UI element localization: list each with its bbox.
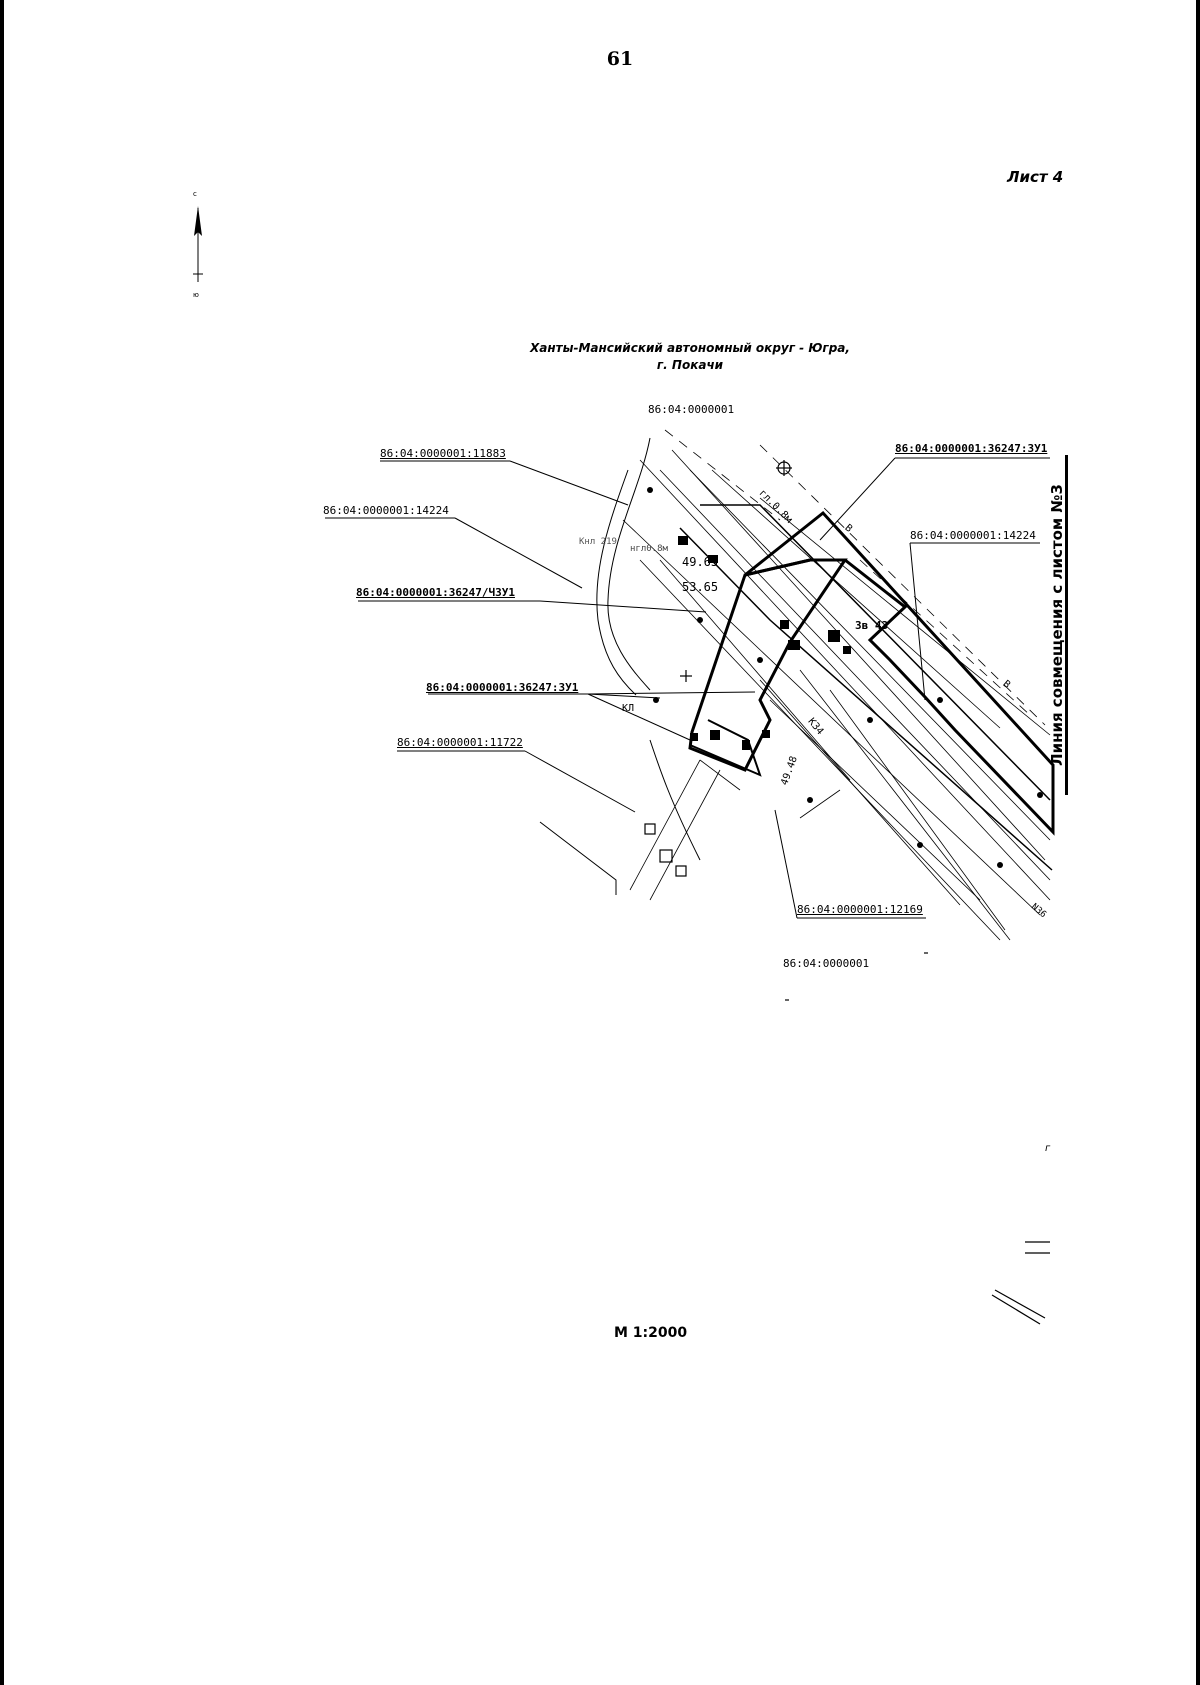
north-arrow-icon [188,196,208,296]
road-edges [539,437,701,895]
map-title-line1: Ханты-Мансийский автономный округ - Югра… [530,341,850,355]
station-marks [644,460,792,877]
parcel-label-36247-chzu1: 86:04:0000001:36247/ЧЗУ1 [356,586,515,599]
sheet-junction-line: Линия совмещения с листом №3 [1044,455,1068,795]
north-letter: с [193,190,197,198]
parcel-label-11722: 86:04:0000001:11722 [397,736,523,749]
parcel-label-12169: 86:04:0000001:12169 [797,903,923,916]
map-title-line2: г. Покачи [656,358,724,372]
map-title: Ханты-Мансийский автономный округ - Югра… [470,340,910,374]
annotation-v43: 3в 43 [855,619,889,632]
sheet-label: Лист 4 [1007,168,1064,186]
parcel-label-14224-right: 86:04:0000001:14224 [910,529,1036,542]
parcel-label-14224-left: 86:04:0000001:14224 [323,504,449,517]
south-letter: ю [193,291,199,299]
annotation-kl: КЛ [622,703,635,714]
hatch-marks [647,487,1043,868]
parcel-label-11883: 86:04:0000001:11883 [380,447,506,460]
edge-letter-mark: г [1045,1143,1051,1154]
leader-lines [325,457,1050,919]
annotation-elev-1: 49.65 [682,555,719,569]
scan-right-border [1196,0,1200,1685]
parcel-label-36247-zu1-left: 86:04:0000001:36247:ЗУ1 [426,681,579,694]
map-edge-marks [785,952,1050,1325]
scale-label: М 1:2000 [614,1325,688,1341]
annotation-depth-2: нгл0.8м [630,544,668,554]
scan-left-border [0,0,4,1685]
utility-lines [622,449,1051,941]
quarter-label-top: 86:04:0000001 [648,403,735,416]
parcel-label-36247-zu1-right: 86:04:0000001:36247:ЗУ1 [895,442,1048,455]
annotation-elev-2: 53.65 [682,580,719,594]
dashed-lines [664,429,1046,726]
page-number: 61 [606,48,634,70]
annotation-knl: Кнл 219 [579,537,617,547]
quarter-label-bottom: 86:04:0000001 [783,957,870,970]
